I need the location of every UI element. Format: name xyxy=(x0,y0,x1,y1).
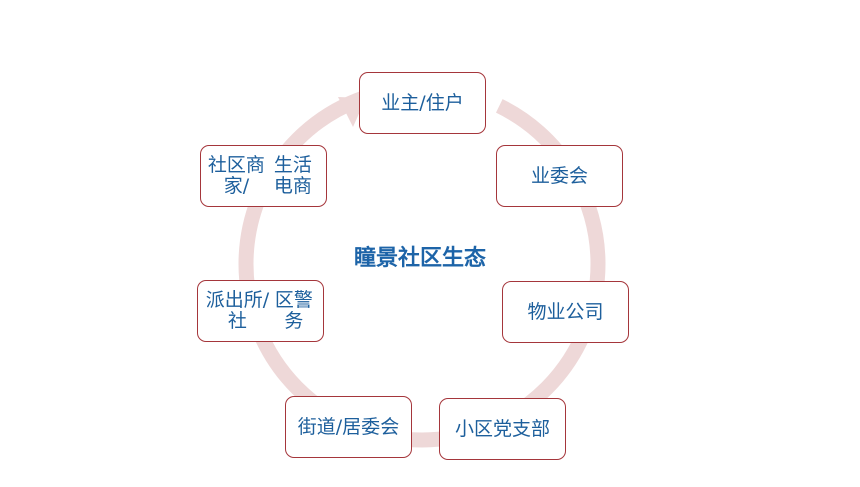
center-title: 瞳景社区生态 xyxy=(353,246,486,271)
node-owners-line-1: 业主/住户 xyxy=(381,91,464,114)
node-street-committee-line-1: 街道/居委 xyxy=(297,415,381,438)
node-owners: 业主/住户 xyxy=(359,72,486,134)
node-owners-committee: 业委会 xyxy=(496,145,623,207)
node-property-company: 物业公司 xyxy=(502,281,629,343)
node-street-committee: 街道/居委 会 xyxy=(285,396,412,458)
node-party-branch-line-1: 小区党支部 xyxy=(454,417,550,440)
node-property-company-line-1: 物业公司 xyxy=(527,300,604,323)
node-police: 派出所/社 区警务 xyxy=(197,280,324,342)
node-merchants-line-1: 社区商家/ xyxy=(207,154,265,197)
node-merchants-line-2: 生活电商 xyxy=(273,154,312,197)
node-police-line-2: 区警务 xyxy=(274,289,313,332)
node-police-line-1: 派出所/社 xyxy=(205,289,270,332)
node-party-branch: 小区党支部 xyxy=(439,398,566,460)
node-owners-committee-line-1: 业委会 xyxy=(530,164,588,187)
node-street-committee-line-2: 会 xyxy=(380,415,400,438)
node-merchants: 社区商家/ 生活电商 xyxy=(200,145,327,207)
